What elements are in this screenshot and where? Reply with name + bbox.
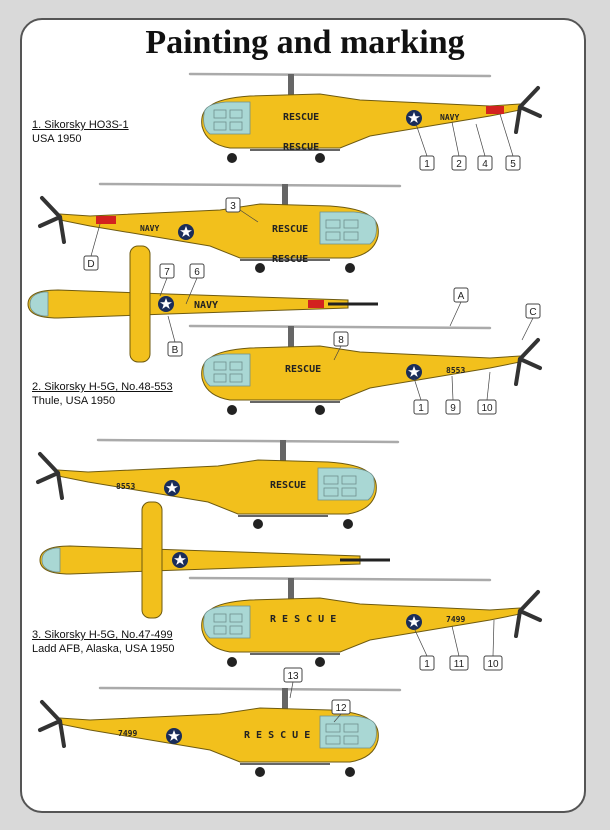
variant-2-name: 2. Sikorsky H-5G, No.48-553 bbox=[32, 381, 173, 393]
callout-7: 7 bbox=[159, 263, 175, 279]
variant-2-caption: 2. Sikorsky H-5G, No.48-553 Thule, USA 1… bbox=[32, 380, 173, 408]
callout-8: 8 bbox=[333, 331, 349, 347]
svg-text:6: 6 bbox=[194, 267, 200, 278]
callout-2: 2 bbox=[451, 155, 467, 171]
svg-text:B: B bbox=[172, 345, 179, 356]
callout-4: 4 bbox=[477, 155, 493, 171]
callout-13: 13 bbox=[283, 667, 303, 683]
marking-rescue-4: RESCUE bbox=[272, 254, 308, 265]
marking-navy-1: NAVY bbox=[440, 113, 459, 122]
variant-3-name: 3. Sikorsky H-5G, No.47-499 bbox=[32, 629, 173, 641]
callout-5: 5 bbox=[505, 155, 521, 171]
marking-navy-2: NAVY bbox=[140, 224, 159, 233]
variant-2-details: Thule, USA 1950 bbox=[32, 395, 116, 407]
marking-serial-3a: 7499 bbox=[446, 615, 465, 624]
svg-text:13: 13 bbox=[287, 671, 299, 682]
svg-text:1: 1 bbox=[418, 403, 424, 414]
variant-1-name: 1. Sikorsky HO3S-1 bbox=[32, 119, 129, 131]
svg-text:5: 5 bbox=[510, 159, 516, 170]
insignia-5 bbox=[406, 614, 422, 630]
page-title: Painting and marking bbox=[145, 24, 465, 61]
callout-9: 9 bbox=[445, 399, 461, 415]
callout-D: D bbox=[83, 255, 99, 271]
callout-3: 3 bbox=[225, 197, 241, 213]
marking-rescue-8: R E S C U E bbox=[244, 730, 310, 741]
marking-serial-2b: 8553 bbox=[116, 482, 135, 491]
svg-text:A: A bbox=[458, 291, 465, 302]
leader-lines bbox=[90, 113, 534, 723]
insignia-3 bbox=[406, 364, 422, 380]
svg-text:10: 10 bbox=[487, 659, 499, 670]
heli-2-left-profile bbox=[36, 438, 400, 531]
svg-text:12: 12 bbox=[335, 703, 347, 714]
svg-text:8: 8 bbox=[338, 335, 344, 346]
marking-navy-top: NAVY bbox=[194, 300, 218, 311]
callout-1b: 1 bbox=[413, 399, 429, 415]
marking-rescue-3: RESCUE bbox=[272, 224, 308, 235]
variant-3-caption: 3. Sikorsky H-5G, No.47-499 Ladd AFB, Al… bbox=[32, 628, 174, 656]
svg-text:D: D bbox=[87, 259, 94, 270]
insignia-1 bbox=[406, 110, 422, 126]
svg-text:3: 3 bbox=[230, 201, 236, 212]
insignia-top-2 bbox=[172, 552, 188, 568]
marking-serial-3b: 7499 bbox=[118, 729, 137, 738]
svg-text:11: 11 bbox=[454, 659, 465, 670]
svg-text:2: 2 bbox=[456, 159, 462, 170]
callout-1c: 1 bbox=[419, 655, 435, 671]
insignia-2 bbox=[178, 224, 194, 240]
insignia-4 bbox=[164, 480, 180, 496]
svg-text:7: 7 bbox=[164, 267, 170, 278]
heli-3-right-profile bbox=[188, 576, 542, 669]
heli-1-right-profile bbox=[188, 72, 542, 165]
marking-rescue-6: RESCUE bbox=[270, 480, 306, 491]
heli-1-left-profile bbox=[38, 182, 402, 275]
callout-11: 11 bbox=[449, 655, 469, 671]
variant-1-caption: 1. Sikorsky HO3S-1 USA 1950 bbox=[32, 118, 129, 146]
marking-serial-2a: 8553 bbox=[446, 366, 465, 375]
variant-3-details: Ladd AFB, Alaska, USA 1950 bbox=[32, 643, 175, 655]
callout-B: B bbox=[167, 341, 183, 357]
marking-rescue-upper: RESCUE bbox=[283, 112, 319, 123]
marking-rescue-5: RESCUE bbox=[285, 364, 321, 375]
variant-1-details: USA 1950 bbox=[32, 133, 82, 145]
svg-text:4: 4 bbox=[482, 159, 488, 170]
insignia-6 bbox=[166, 728, 182, 744]
svg-text:1: 1 bbox=[424, 659, 430, 670]
callout-10b: 10 bbox=[483, 655, 503, 671]
callout-6: 6 bbox=[189, 263, 205, 279]
svg-text:1: 1 bbox=[424, 159, 430, 170]
callout-12: 12 bbox=[331, 699, 351, 715]
marking-rescue-lower: RESCUE bbox=[283, 142, 319, 153]
svg-text:C: C bbox=[529, 307, 536, 318]
heli-1-top-view bbox=[26, 244, 380, 364]
callout-10a: 10 bbox=[477, 399, 497, 415]
insignia-top-1 bbox=[158, 296, 174, 312]
callout-1a: 1 bbox=[419, 155, 435, 171]
callout-A: A bbox=[453, 287, 469, 303]
marking-rescue-7: R E S C U E bbox=[270, 614, 336, 625]
svg-text:9: 9 bbox=[450, 403, 456, 414]
callout-C: C bbox=[525, 303, 541, 319]
svg-text:10: 10 bbox=[481, 403, 493, 414]
